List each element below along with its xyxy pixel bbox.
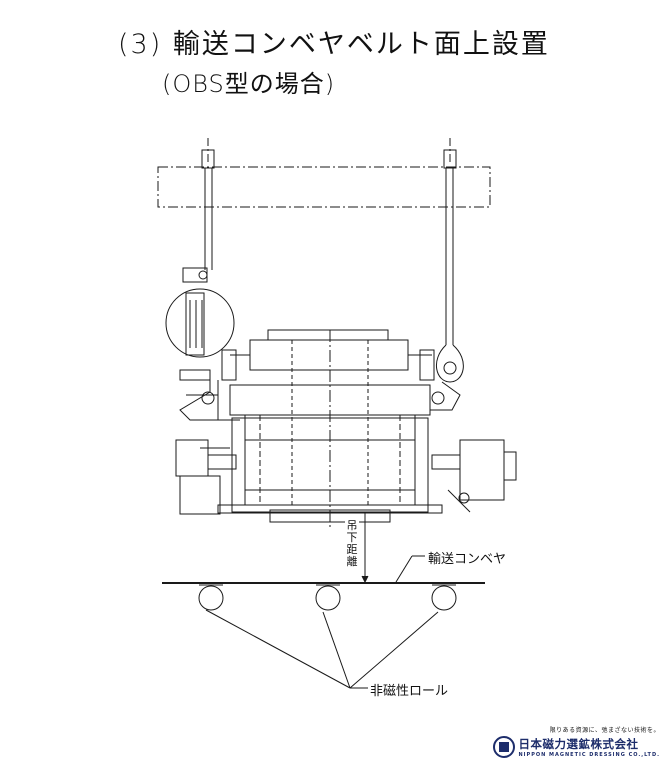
support-beam bbox=[157, 166, 491, 208]
page-title: (3) 輸送コンベヤベルト面上設置 bbox=[118, 29, 550, 60]
hanger-rod-right bbox=[436, 138, 464, 383]
company-name: 日本磁力選鉱株式会社 bbox=[518, 737, 639, 751]
hanger-rod-left bbox=[201, 138, 215, 270]
turnbuckle bbox=[165, 267, 240, 421]
drive-motor-right bbox=[431, 439, 517, 513]
company-footer: 限りある資源に、弛まざない技術を。 日本磁力選鉱株式会社 NIPPON MAGN… bbox=[492, 725, 661, 758]
page-subtitle: (OBS型の場合) bbox=[162, 70, 336, 98]
company-name-en: NIPPON MAGNETIC DRESSING CO.,LTD. bbox=[518, 752, 660, 758]
separator-body bbox=[186, 329, 461, 530]
conveyor-label: 輸送コンベヤ bbox=[428, 552, 507, 567]
leader-lines bbox=[205, 555, 439, 689]
distance-dimension bbox=[361, 513, 369, 584]
drive-motor-left bbox=[175, 439, 237, 515]
rolls-label: 非磁性ロール bbox=[370, 684, 449, 699]
company-logo-icon bbox=[492, 736, 515, 758]
idler-rolls bbox=[198, 584, 457, 611]
company-tagline: 限りある資源に、弛まざない技術を。 bbox=[549, 727, 660, 734]
distance-label: 吊下距離 bbox=[345, 519, 359, 568]
